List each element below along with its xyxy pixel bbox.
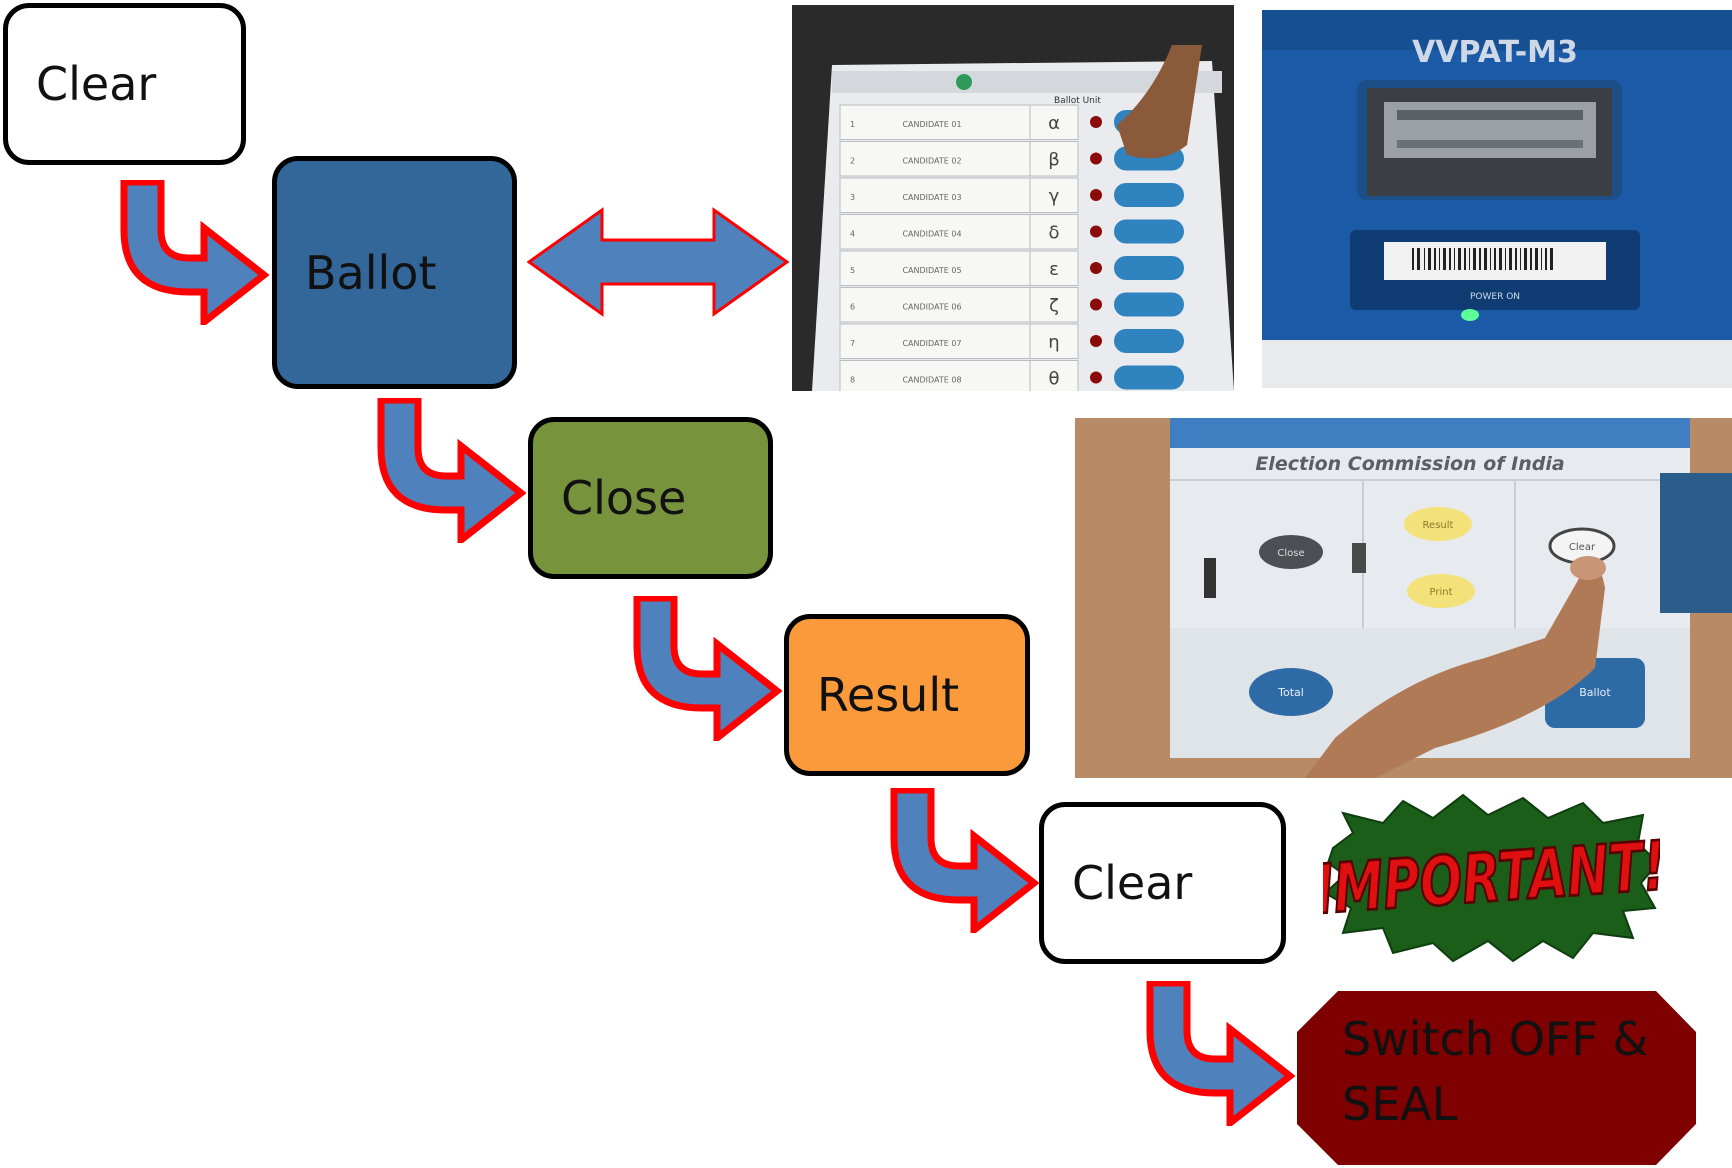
ballot-row-candidate: CANDIDATE 07	[902, 339, 961, 348]
ballot-row-cell	[839, 323, 1031, 359]
ballot-row: 3 CANDIDATE 03 γ	[839, 177, 1184, 213]
ballot-row: 2 CANDIDATE 02 β	[839, 141, 1184, 177]
ballot-row-symbol: ε	[1049, 259, 1059, 280]
ballot-row-symbol-cell	[1029, 141, 1079, 177]
ballot-row-number: 4	[850, 230, 855, 239]
step-clear-1: Clear	[3, 3, 246, 165]
double-arrow-icon	[527, 207, 789, 317]
ballot-row-number: 3	[850, 193, 855, 202]
ballot-unit-photo: Ballot Unit 1 CANDIDATE 01 α 2 CANDIDATE 02 β…	[792, 5, 1234, 391]
ballot-row-symbol: β	[1048, 150, 1060, 171]
ballot-row-vote-button[interactable]	[1114, 256, 1184, 280]
ballot-row: 4 CANDIDATE 04 δ	[839, 214, 1184, 250]
control-unit-brand: Election Commission of India	[1255, 453, 1564, 475]
ballot-row-candidate: CANDIDATE 04	[902, 230, 961, 239]
ballot-row-symbol: θ	[1048, 369, 1059, 390]
ballot-row-symbol-cell	[1029, 104, 1079, 140]
ballot-row-led	[1090, 189, 1102, 201]
ballot-row-symbol-cell	[1029, 360, 1079, 391]
ballot-row-number: 5	[850, 266, 855, 275]
ballot-row-symbol: η	[1048, 332, 1059, 353]
step-label: Result	[817, 668, 960, 722]
step-result: Result	[784, 614, 1030, 776]
ballot-row-candidate: CANDIDATE 03	[902, 193, 961, 202]
control-unit-svg: Election Commission of India Close Resul…	[1075, 418, 1732, 778]
step-label: Ballot	[305, 245, 437, 300]
flow-arrow-3	[633, 596, 782, 741]
ballot-row-cell	[839, 287, 1031, 323]
ballot-row: 7 CANDIDATE 07 η	[839, 323, 1184, 359]
ballot-row-symbol: α	[1048, 113, 1060, 134]
step-clear-2: Clear	[1039, 802, 1286, 964]
ballot-row-symbol: δ	[1048, 223, 1059, 244]
step-switch-off-seal: Switch OFF & SEAL	[1297, 991, 1696, 1165]
ballot-row-led	[1090, 152, 1102, 165]
ballot-row-led	[1090, 298, 1102, 311]
flow-arrow-1	[120, 180, 269, 325]
cu-clear-button-label: Clear	[1569, 542, 1596, 553]
cu-ballot-button-label: Ballot	[1579, 686, 1611, 699]
ballot-row-led	[1090, 116, 1102, 128]
vvpat-svg: VVPAT-M3 POWER ON	[1262, 10, 1732, 388]
ballot-row-led	[1090, 262, 1102, 274]
vvpat-status-label: POWER ON	[1470, 292, 1520, 302]
vvpat-model-label: VVPAT-M3	[1412, 35, 1578, 70]
ballot-row-number: 8	[850, 376, 855, 385]
step-label: Clear	[36, 57, 157, 111]
ballot-row-symbol: ζ	[1049, 296, 1059, 317]
ballot-row-vote-button[interactable]	[1114, 219, 1184, 244]
ballot-row-led	[1090, 225, 1102, 238]
step-ballot: Ballot	[272, 156, 517, 389]
ballot-row-number: 7	[850, 339, 855, 348]
ballot-row-symbol-cell	[1029, 323, 1079, 359]
important-badge: IMPORTANT!	[1323, 793, 1660, 963]
ballot-row-number: 2	[850, 157, 855, 166]
step-label-line2: SEAL	[1342, 1077, 1458, 1131]
flow-arrow-2	[377, 398, 526, 543]
ballot-row-symbol-cell	[1029, 250, 1079, 286]
cu-result-button-label: Result	[1423, 520, 1454, 531]
ballot-row-vote-button[interactable]	[1114, 329, 1184, 353]
ballot-row-symbol: γ	[1049, 186, 1060, 207]
ballot-row-vote-button[interactable]	[1114, 183, 1184, 207]
ballot-row-vote-button[interactable]	[1114, 365, 1184, 390]
ballot-row-symbol-cell	[1029, 214, 1079, 250]
step-label-line1: Switch OFF &	[1342, 1012, 1648, 1066]
ballot-row-candidate: CANDIDATE 05	[902, 266, 961, 275]
step-close: Close	[528, 417, 773, 579]
ballot-row: 5 CANDIDATE 05 ε	[839, 250, 1184, 286]
flow-arrow-5	[1146, 981, 1295, 1126]
ballot-row: 8 CANDIDATE 08 θ	[839, 360, 1184, 391]
ballot-row-number: 1	[850, 120, 855, 129]
ballot-row-cell	[839, 177, 1031, 213]
cu-close-button-label: Close	[1277, 548, 1304, 559]
ballot-row-candidate: CANDIDATE 08	[902, 376, 961, 385]
ballot-row-candidate: CANDIDATE 02	[902, 157, 961, 166]
ballot-row-number: 6	[850, 303, 855, 312]
control-unit-photo: Election Commission of India Close Resul…	[1075, 418, 1732, 778]
ballot-row-candidate: CANDIDATE 01	[902, 120, 961, 129]
ballot-row-cell	[839, 360, 1031, 391]
ballot-row-cell	[839, 214, 1031, 250]
ballot-row: 6 CANDIDATE 06 ζ	[839, 287, 1184, 323]
ballot-unit-svg: Ballot Unit 1 CANDIDATE 01 α 2 CANDIDATE 02 β…	[792, 5, 1234, 391]
ballot-row-cell	[839, 250, 1031, 286]
flow-arrow-4	[890, 788, 1039, 933]
ballot-row-symbol-cell	[1029, 287, 1079, 323]
ballot-row-vote-button[interactable]	[1114, 292, 1184, 317]
ballot-row-led	[1090, 371, 1102, 384]
ballot-row-led	[1090, 335, 1102, 347]
step-label: Clear	[1072, 856, 1193, 910]
step-label: Close	[561, 471, 687, 525]
cu-print-button-label: Print	[1429, 587, 1452, 598]
vvpat-photo: VVPAT-M3 POWER ON	[1262, 10, 1732, 388]
cu-total-button-label: Total	[1277, 686, 1304, 699]
ballot-row-candidate: CANDIDATE 06	[902, 303, 961, 312]
ballot-unit-header: Ballot Unit	[1054, 96, 1101, 106]
ballot-row-symbol-cell	[1029, 177, 1079, 213]
